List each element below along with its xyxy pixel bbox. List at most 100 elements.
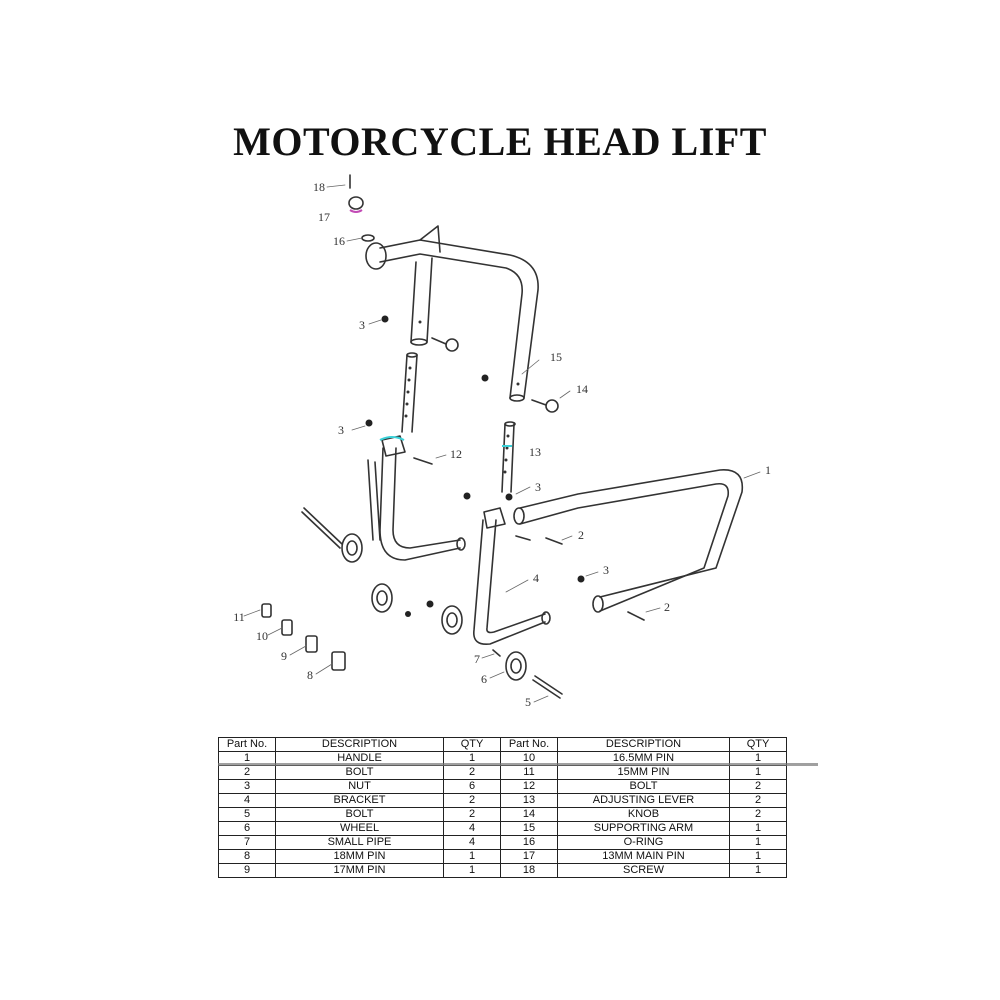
cell-qty: 2 <box>443 765 501 780</box>
cell-description: WHEEL <box>275 821 444 836</box>
callout-11: 11 <box>233 610 245 624</box>
supporting-arm-part <box>365 225 539 402</box>
oring-highlight <box>349 209 363 213</box>
cell-description: 18MM PIN <box>275 849 444 864</box>
cell-qty: 6 <box>443 779 501 794</box>
callout-18: 18 <box>313 180 325 194</box>
cell-qty: 1 <box>729 835 787 850</box>
highlight-mark <box>379 436 405 441</box>
cell-description: BRACKET <box>275 793 444 808</box>
cell-part-no: 13 <box>500 793 558 808</box>
callout-16: 16 <box>333 234 345 248</box>
callout-14: 14 <box>576 382 588 396</box>
cell-qty: 1 <box>443 849 501 864</box>
cell-part-no: 15 <box>500 821 558 836</box>
cell-part-no: 2 <box>218 765 276 780</box>
cell-description: BOLT <box>275 807 444 822</box>
adjusting-lever-part <box>401 352 516 493</box>
col-header-part-no: Part No. <box>500 737 558 752</box>
callout-2: 2 <box>578 528 584 542</box>
cell-qty: 1 <box>443 863 501 878</box>
callout-9: 9 <box>281 649 287 663</box>
left-bracket-part <box>367 435 466 561</box>
callout-4: 4 <box>533 571 539 585</box>
adjustment-holes <box>404 320 520 474</box>
cell-description: BOLT <box>557 779 730 794</box>
cell-qty: 4 <box>443 835 501 850</box>
callout-10: 10 <box>256 629 268 643</box>
callout-15: 15 <box>550 350 562 364</box>
col-header-part-no: Part No. <box>218 737 276 752</box>
right-bracket-part <box>473 507 551 646</box>
cell-part-no: 17 <box>500 849 558 864</box>
wheel-parts <box>341 533 527 681</box>
cell-qty: 2 <box>443 793 501 808</box>
callout-6: 6 <box>481 672 487 686</box>
cell-description: SMALL PIPE <box>275 835 444 850</box>
scan-artifact-line <box>218 763 818 766</box>
cell-part-no: 9 <box>218 863 276 878</box>
callout-7: 7 <box>474 652 480 666</box>
callout-13: 13 <box>529 445 541 459</box>
handle-part <box>513 469 744 613</box>
callout-3: 3 <box>535 480 541 494</box>
cell-qty: 2 <box>729 793 787 808</box>
cell-qty: 2 <box>729 807 787 822</box>
parts-list-table: Part No. DESCRIPTION QTY Part No. DESCRI… <box>218 737 787 878</box>
pin-parts <box>261 603 346 671</box>
cell-qty: 2 <box>443 807 501 822</box>
callout-17: 17 <box>318 210 330 224</box>
cell-description: SCREW <box>557 863 730 878</box>
leader-lines <box>243 184 761 703</box>
cell-description: 15MM PIN <box>557 765 730 780</box>
cell-part-no: 16 <box>500 835 558 850</box>
cell-description: NUT <box>275 779 444 794</box>
col-header-description: DESCRIPTION <box>275 737 444 752</box>
cell-qty: 2 <box>729 779 787 794</box>
cell-description: SUPPORTING ARM <box>557 821 730 836</box>
cell-part-no: 14 <box>500 807 558 822</box>
cell-part-no: 4 <box>218 793 276 808</box>
callout-12: 12 <box>450 447 462 461</box>
callout-1: 1 <box>765 463 771 477</box>
cell-qty: 4 <box>443 821 501 836</box>
cell-qty: 1 <box>729 765 787 780</box>
cell-description: 17MM PIN <box>275 863 444 878</box>
cell-part-no: 12 <box>500 779 558 794</box>
cell-description: 13MM MAIN PIN <box>557 849 730 864</box>
cell-description: KNOB <box>557 807 730 822</box>
table-header-row: Part No. DESCRIPTION QTY Part No. DESCRI… <box>218 737 787 752</box>
col-header-description: DESCRIPTION <box>557 737 730 752</box>
cell-part-no: 11 <box>500 765 558 780</box>
col-header-qty: QTY <box>729 737 787 752</box>
cell-qty: 1 <box>729 821 787 836</box>
cell-part-no: 5 <box>218 807 276 822</box>
callout-3: 3 <box>603 563 609 577</box>
cell-part-no: 8 <box>218 849 276 864</box>
cell-part-no: 7 <box>218 835 276 850</box>
cell-qty: 1 <box>729 863 787 878</box>
bolt-parts <box>301 457 645 699</box>
callout-5: 5 <box>525 695 531 709</box>
cell-description: BOLT <box>275 765 444 780</box>
nut-parts <box>365 315 585 617</box>
callout-3: 3 <box>359 318 365 332</box>
cell-description: O-RING <box>557 835 730 850</box>
cell-part-no: 18 <box>500 863 558 878</box>
callout-2: 2 <box>664 600 670 614</box>
cell-description: ADJUSTING LEVER <box>557 793 730 808</box>
cell-qty: 1 <box>729 849 787 864</box>
cell-part-no: 3 <box>218 779 276 794</box>
knob-parts <box>348 174 559 413</box>
diagram-title: MOTORCYCLE HEAD LIFT <box>233 119 767 164</box>
cell-part-no: 6 <box>218 821 276 836</box>
callout-8: 8 <box>307 668 313 682</box>
